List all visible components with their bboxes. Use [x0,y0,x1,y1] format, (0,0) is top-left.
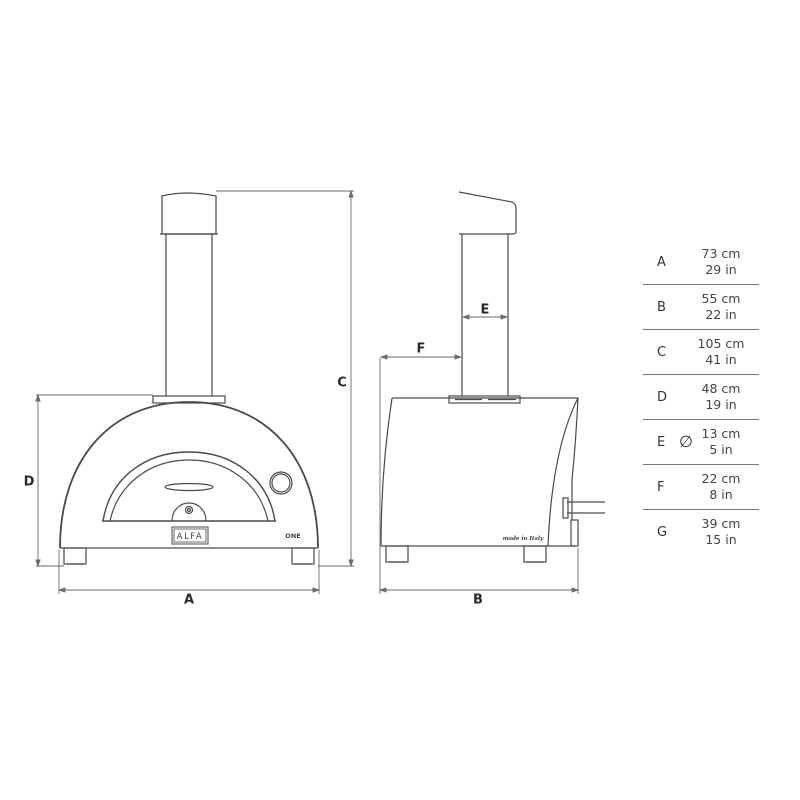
value-cm: 22 cm [701,471,741,486]
value-in: 22 in [705,307,737,322]
dimension-label-e: E [480,302,490,318]
row-key: E [657,434,666,450]
diameter-icon: ∅ [679,434,693,451]
dimension-lines [35,189,580,594]
value-in: 29 in [705,262,737,277]
row-key: A [657,254,666,270]
made-in-italy-text: made in Italy [503,536,544,542]
dimension-label-d: D [23,474,35,490]
dimension-label-b: B [473,592,483,608]
side-view-oven [380,191,605,563]
value-in: 5 in [709,442,733,457]
dimension-label-f: F [416,341,426,357]
row-key: G [657,524,668,540]
dimension-label-c: C [337,375,347,391]
value-cm: 73 cm [701,246,741,261]
dimension-label-a: A [183,592,195,608]
row-key: C [657,344,667,360]
value-cm: 48 cm [701,381,741,396]
value-in: 41 in [705,352,737,367]
value-cm: 55 cm [701,291,741,306]
value-cm: 105 cm [697,336,745,351]
front-view-oven [59,192,319,565]
value-cm: 39 cm [701,516,741,531]
value-in: 8 in [709,487,733,502]
row-key: F [657,479,665,495]
brand-badge-text: ALFA [177,532,203,542]
value-in: 15 in [705,532,737,547]
value-cm: 13 cm [701,426,741,441]
row-key: B [657,299,666,315]
row-key: D [657,389,668,405]
model-label: ONE [285,532,300,540]
value-in: 19 in [705,397,737,412]
